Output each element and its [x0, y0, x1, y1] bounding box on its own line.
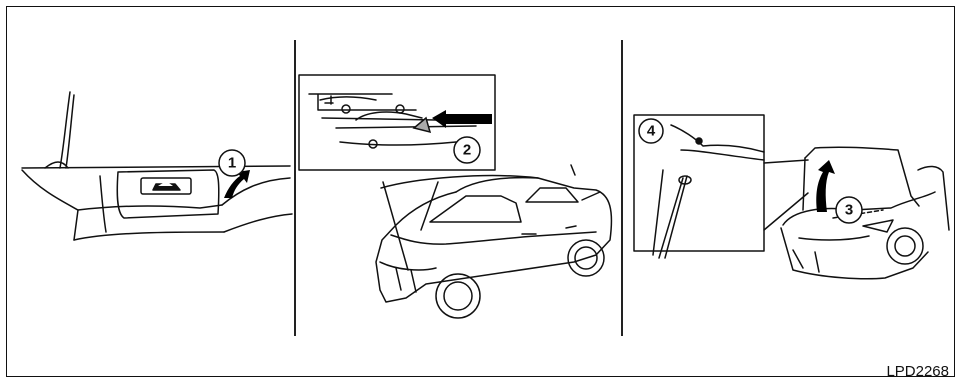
panel-secondary-latch: 2 [296, 0, 621, 383]
callout-1: 1 [228, 155, 236, 172]
panel-raise-hood: 3 4 [623, 0, 955, 383]
suv-body [376, 176, 611, 302]
secondary-latch-illustration: 2 [296, 0, 621, 383]
lift-arrow [816, 160, 835, 212]
wheel [887, 228, 923, 264]
callout-3: 3 [845, 202, 853, 219]
callout-2: 2 [463, 142, 471, 159]
figure-reference-code: LPD2268 [886, 363, 949, 380]
callout-4: 4 [647, 123, 656, 140]
front-wheel [436, 274, 480, 318]
hood-release-illustration: 1 [0, 0, 294, 383]
panel-hood-release: 1 [0, 0, 294, 383]
dash-top-line [22, 166, 290, 168]
raise-hood-illustration: 3 4 [623, 0, 955, 383]
a-pillar-line [60, 92, 70, 168]
